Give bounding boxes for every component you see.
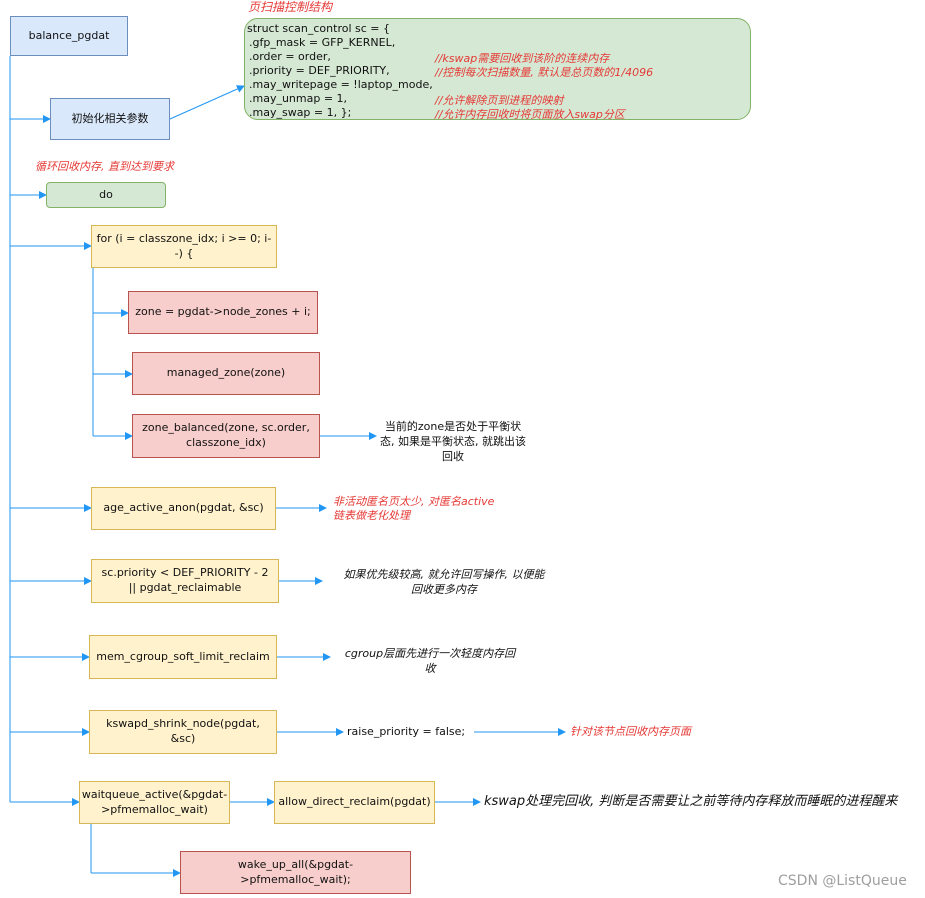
do-label: do (99, 187, 113, 201)
age-note-line-2: 链表做老化处理 (333, 509, 410, 523)
struct-line-1: .gfp_mask = GFP_KERNEL, (249, 36, 396, 49)
sc-priority-node: sc.priority < DEF_PRIORITY - 2 || pgdat_… (91, 559, 279, 603)
loop-note: 循环回收内存, 直到达到要求 (35, 160, 174, 173)
struct-line-0: struct scan_control sc = { (247, 22, 390, 35)
cgroup-note-line-2: 收 (424, 661, 436, 675)
struct-scan-control-box: struct scan_control sc = { .gfp_mask = G… (244, 18, 751, 121)
kswapd-shrink-node: kswapd_shrink_node(pgdat, &sc) (89, 710, 277, 754)
struct-line-4: .may_writepage = !laptop_mode, (249, 78, 433, 91)
age-note-line-1: 非活动匿名页太少, 对匿名active (333, 495, 495, 508)
managed-zone-label: managed_zone(zone) (166, 366, 286, 380)
kswapd-shrink-label: kswapd_shrink_node(pgdat, &sc) (106, 717, 260, 745)
wakeup-note: kswap处理完回收, 判断是否需要让之前等待内存释放而睡眠的进程醒来 (484, 794, 898, 809)
age-active-anon-node: age_active_anon(pgdat, &sc) (91, 487, 276, 530)
init-params-node: 初始化相关参数 (50, 98, 170, 140)
csdn-watermark: CSDN @ListQueue (778, 873, 907, 889)
struct-line-6: .may_swap = 1, }; (249, 106, 352, 119)
struct-comment-priority: //控制每次扫描数量, 默认是总页数的1/4096 (435, 66, 654, 79)
priority-note-line-1: 如果优先级较高, 就允许回写操作, 以便能 (343, 568, 545, 581)
arrow-to-struct (169, 85, 245, 120)
mem-cgroup-node: mem_cgroup_soft_limit_reclaim (89, 635, 277, 679)
init-params-label: 初始化相关参数 (71, 111, 149, 125)
waitqueue-line-1: waitqueue_active(&pgdat- (81, 787, 228, 801)
for-loop-label: for (i = classzone_idx; i >= 0; i--) { (96, 231, 272, 260)
struct-comment-unmap: //允许解除页到进程的映射 (435, 94, 564, 107)
cgroup-note-line-1: cgroup层面先进行一次轻度内存回 (344, 647, 516, 660)
zone-balanced-line-2: classzone_idx) (186, 436, 266, 449)
zone-balanced-note: 当前的zone是否处于平衡状态, 如果是平衡状态, 就跳出该回收 (380, 420, 526, 463)
balance-pgdat-label: balance_pgdat (28, 28, 110, 42)
struct-line-2: .order = order, (249, 50, 331, 63)
mem-cgroup-label: mem_cgroup_soft_limit_reclaim (96, 649, 270, 663)
shrink-note: 针对该节点回收内存页面 (570, 725, 691, 738)
sc-priority-line-1: sc.priority < DEF_PRIORITY - 2 (101, 566, 269, 580)
wake-up-label: wake_up_all(&pgdat->pfmemalloc_wait); (237, 857, 354, 886)
struct-comment-swap: //允许内存回收时将页面放入swap分区 (435, 108, 625, 121)
cgroup-note: cgroup层面先进行一次轻度内存回 收 (335, 647, 525, 677)
waitqueue-node: waitqueue_active(&pgdat- >pfmemalloc_wai… (79, 781, 230, 824)
do-node: do (46, 182, 166, 208)
raise-priority-text: raise_priority = false; (347, 725, 466, 738)
zone-assign-label: zone = pgdat->node_zones + i; (135, 305, 311, 319)
zone-balanced-node: zone_balanced(zone, sc.order, classzone_… (132, 414, 320, 458)
zone-balanced-line-1: zone_balanced(zone, sc.order, (142, 421, 310, 435)
age-note: 非活动匿名页太少, 对匿名active 链表做老化处理 (333, 495, 494, 524)
struct-title: 页扫描控制结构 (248, 0, 333, 14)
balance-pgdat-node: balance_pgdat (10, 16, 128, 56)
priority-note: 如果优先级较高, 就允许回写操作, 以便能 回收更多内存 (326, 568, 562, 598)
waitqueue-line-2: >pfmemalloc_wait) (101, 802, 208, 816)
struct-comment-order: //kswap需要回收到该阶的连续内存 (435, 52, 610, 65)
age-active-anon-label: age_active_anon(pgdat, &sc) (103, 501, 264, 515)
allow-direct-node: allow_direct_reclaim(pgdat) (274, 781, 435, 824)
struct-line-3: .priority = DEF_PRIORITY, (249, 64, 390, 77)
for-loop-node: for (i = classzone_idx; i >= 0; i--) { (91, 225, 277, 268)
allow-direct-label: allow_direct_reclaim(pgdat) (278, 795, 431, 809)
zone-assign-node: zone = pgdat->node_zones + i; (128, 291, 318, 334)
sc-priority-line-2: || pgdat_reclaimable (128, 581, 242, 594)
wake-up-node: wake_up_all(&pgdat->pfmemalloc_wait); (180, 851, 411, 894)
struct-line-5: .may_unmap = 1, (249, 92, 348, 105)
managed-zone-node: managed_zone(zone) (132, 352, 320, 395)
priority-note-line-2: 回收更多内存 (411, 582, 477, 596)
